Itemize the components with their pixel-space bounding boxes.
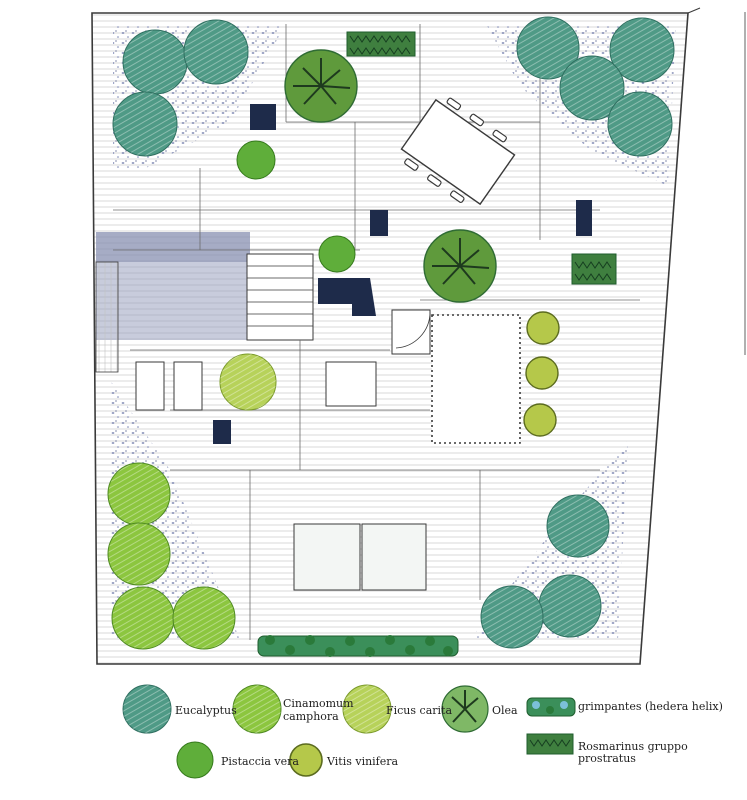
benches bbox=[135, 361, 377, 411]
pistacia-tree bbox=[236, 140, 276, 180]
sunbed bbox=[361, 523, 427, 591]
legend-label-olea: Olea bbox=[492, 704, 518, 717]
legend-swatch-vitis bbox=[289, 743, 323, 777]
olea-tree bbox=[284, 49, 358, 123]
chair bbox=[404, 158, 419, 171]
bench bbox=[325, 361, 377, 407]
sunbed bbox=[293, 523, 361, 591]
dining-table bbox=[400, 97, 516, 206]
legend-label-cinnamomum-line2: camphora bbox=[283, 710, 339, 723]
pergola bbox=[391, 309, 521, 444]
chair bbox=[469, 113, 485, 127]
planter bbox=[213, 420, 231, 444]
eucalyptus-tree bbox=[480, 585, 544, 649]
eucalyptus-tree bbox=[609, 17, 675, 83]
cinnamomum-tree bbox=[172, 586, 236, 650]
site-boundary bbox=[91, 7, 746, 665]
chair bbox=[446, 97, 462, 111]
vitis-plants bbox=[523, 311, 560, 437]
legend-label-hedera: grimpantes (hedera helix) bbox=[578, 700, 723, 713]
olea-tree bbox=[423, 229, 497, 303]
legend-swatch-eucalyptus bbox=[122, 684, 172, 734]
legend bbox=[122, 684, 576, 779]
legend-label-pistacia: Pistaccia vera bbox=[221, 755, 299, 768]
ficus-trees bbox=[219, 353, 277, 411]
bench bbox=[135, 361, 165, 411]
rosmarinus-hedge bbox=[346, 31, 416, 57]
cinnamomum-trees bbox=[107, 462, 236, 650]
chair bbox=[449, 190, 465, 203]
sunbeds bbox=[293, 523, 427, 591]
terrace-structure bbox=[95, 232, 376, 373]
eucalyptus-tree bbox=[559, 55, 625, 121]
legend-swatch-rosmarinus bbox=[526, 733, 574, 755]
olea-trees bbox=[284, 49, 497, 303]
legend-swatch-ficus bbox=[342, 684, 392, 734]
eucalyptus-tree bbox=[122, 29, 188, 95]
legend-swatch-hedera bbox=[526, 697, 576, 717]
planter bbox=[576, 200, 592, 236]
legend-label-eucalyptus: Eucalyptus bbox=[175, 704, 237, 717]
vitis-plant bbox=[525, 356, 559, 390]
cinnamomum-tree bbox=[107, 462, 171, 526]
planter bbox=[250, 104, 276, 130]
staircase bbox=[246, 253, 314, 341]
eucalyptus-tree bbox=[183, 19, 249, 85]
eucalyptus-tree bbox=[546, 494, 610, 558]
bench bbox=[173, 361, 203, 411]
eucalyptus-tree bbox=[516, 16, 580, 80]
eucalyptus-trees bbox=[112, 16, 675, 649]
legend-label-cinnamomum-line1: Cinamomum bbox=[283, 697, 354, 710]
rosmarinus-hedges bbox=[346, 31, 617, 285]
legend-swatch-cinnamomum bbox=[232, 684, 282, 734]
planters bbox=[213, 104, 592, 444]
vitis-plant bbox=[526, 311, 560, 345]
deck-lines bbox=[113, 20, 640, 640]
legend-swatch-olea bbox=[441, 685, 489, 733]
vitis-plant bbox=[523, 403, 557, 437]
cinnamomum-tree bbox=[111, 586, 175, 650]
legend-label-vitis: Vitis vinifera bbox=[327, 755, 399, 768]
ficus-tree bbox=[219, 353, 277, 411]
legend-swatch-pistacia bbox=[176, 741, 214, 779]
hedera-hedge bbox=[257, 635, 459, 657]
cinnamomum-tree bbox=[107, 522, 171, 586]
chair bbox=[427, 174, 442, 187]
pistacia-trees bbox=[236, 140, 356, 273]
eucalyptus-tree bbox=[607, 91, 673, 157]
pistacia-tree bbox=[318, 235, 356, 273]
planter bbox=[370, 210, 388, 236]
chair bbox=[492, 129, 507, 143]
dark-step-block bbox=[318, 278, 376, 316]
legend-label-rosmarinus: Rosmarinus gruppo prostratus bbox=[578, 740, 688, 765]
legend-label-ficus: Ficus carita bbox=[386, 704, 453, 717]
eucalyptus-tree bbox=[112, 91, 178, 157]
eucalyptus-tree bbox=[538, 574, 602, 638]
